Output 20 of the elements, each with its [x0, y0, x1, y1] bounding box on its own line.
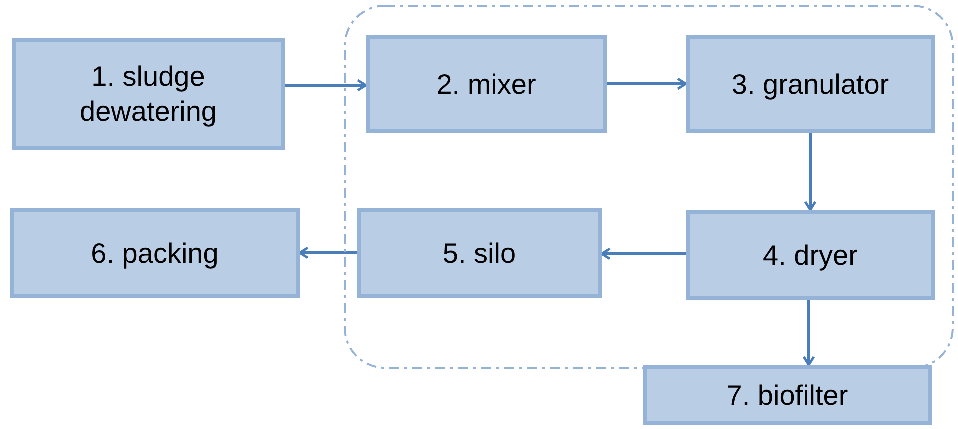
- process-box: [686, 210, 935, 300]
- box-label: 6. packing: [91, 236, 219, 270]
- process-box: [366, 35, 607, 133]
- process-box: [10, 208, 300, 298]
- arrow: [600, 248, 686, 260]
- box-label: 5. silo: [442, 236, 516, 270]
- box-label: 7. biofilter: [726, 378, 848, 412]
- box-label: 4. dryer: [763, 238, 858, 272]
- arrow: [298, 246, 357, 260]
- arrow: [802, 300, 816, 366]
- box-label: 3. granulator: [732, 68, 890, 102]
- arrow: [285, 79, 368, 92]
- box-label: 2. mixer: [436, 68, 536, 102]
- box-label: 1. sludge dewatering: [79, 60, 218, 129]
- process-box: [686, 35, 935, 133]
- process-box: [643, 365, 932, 425]
- process-box: [12, 38, 285, 150]
- arrow: [607, 78, 688, 90]
- process-box: [357, 208, 602, 298]
- arrow: [804, 133, 817, 212]
